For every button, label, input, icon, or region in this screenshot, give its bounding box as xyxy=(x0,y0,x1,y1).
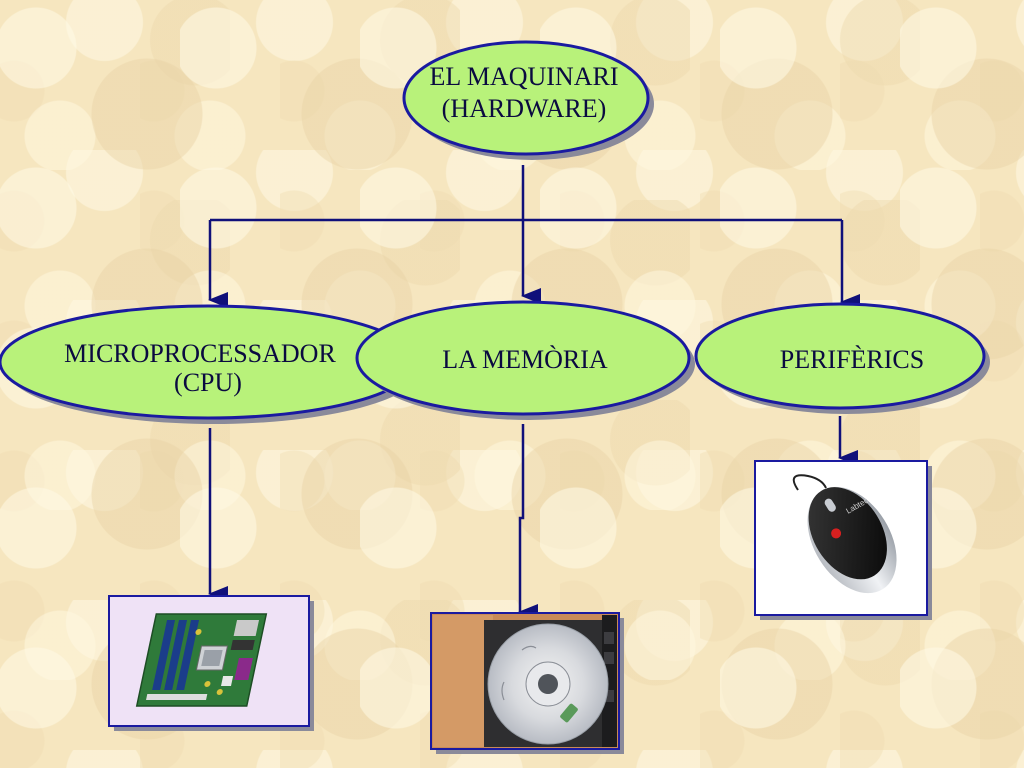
mouse-cable xyxy=(792,474,827,491)
cpu-node: MICROPROCESSADOR (CPU) xyxy=(0,304,422,424)
root-node: EL MAQUINARI (HARDWARE) xyxy=(402,40,654,160)
cpu-node-label-line2: (CPU) xyxy=(174,368,242,397)
cpu-node-label-line1: MICROPROCESSADOR xyxy=(64,339,336,368)
peripherals-node: PERIFÈRICS xyxy=(694,302,990,414)
memory-node-label: LA MEMÒRIA xyxy=(442,345,608,374)
root-node-title-line2: (HARDWARE) xyxy=(442,94,607,123)
mouse-image: Labtec xyxy=(754,460,932,620)
motherboard-image xyxy=(108,595,314,731)
arrow-to-cd xyxy=(518,424,538,620)
connectors xyxy=(208,165,860,620)
root-node-title-line1: EL MAQUINARI xyxy=(430,62,619,91)
peripherals-node-label: PERIFÈRICS xyxy=(780,345,925,374)
cd-disc-image xyxy=(430,612,624,754)
memory-node: LA MEMÒRIA xyxy=(355,300,695,420)
